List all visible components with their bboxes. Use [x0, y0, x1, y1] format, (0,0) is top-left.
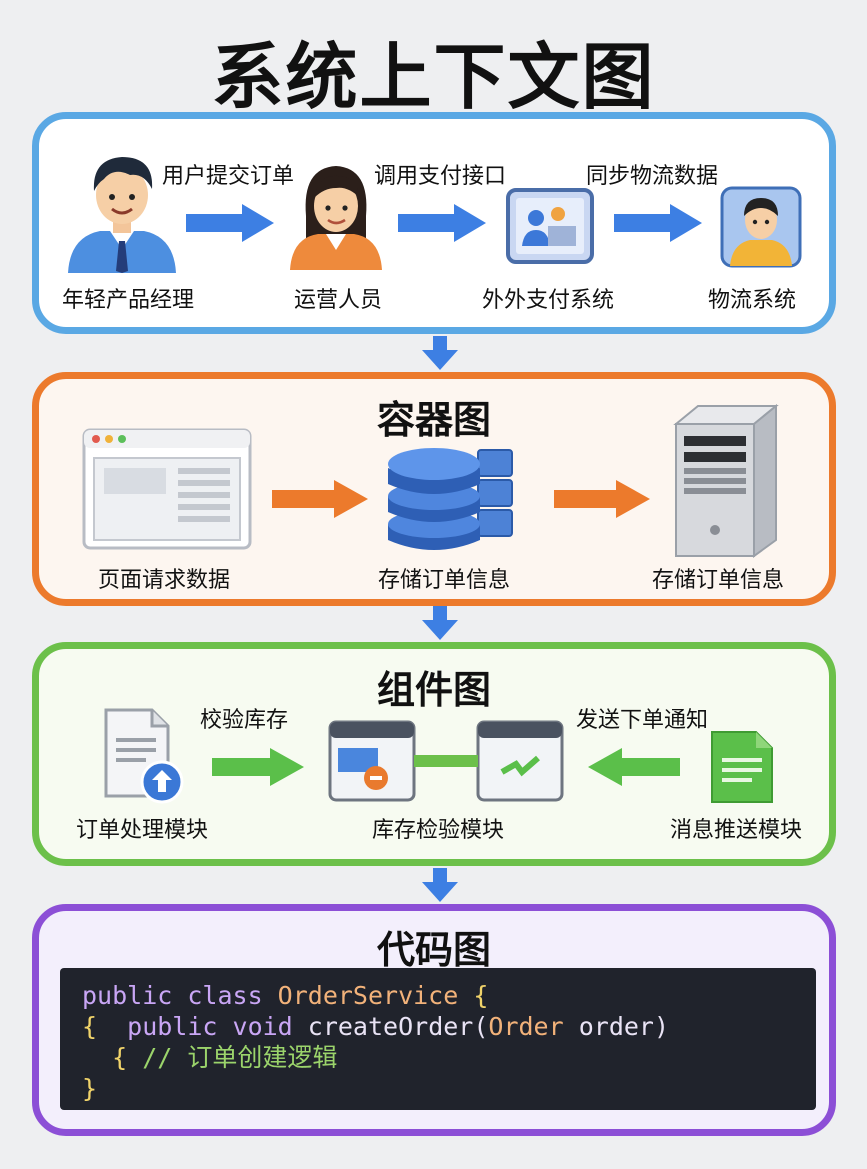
arrow-5-icon: [554, 480, 650, 518]
code-block: public class OrderService { { public voi…: [60, 968, 816, 1110]
actor-label: 年轻产品经理: [62, 288, 195, 313]
code-keyword: public void: [127, 1012, 308, 1041]
message-document-icon: [711, 731, 773, 803]
browser-window-icon: [82, 428, 252, 550]
arrow-3-icon: [614, 204, 702, 242]
arrow-label: 发送下单通知: [576, 708, 709, 733]
code-brace: {: [458, 981, 489, 1010]
actor-label: 运营人员: [294, 288, 383, 313]
order-document-icon: [104, 708, 184, 804]
container-label: 存储订单信息: [378, 568, 511, 593]
database-icon: [388, 448, 513, 550]
arrow-label: 调用支付接口: [374, 164, 507, 189]
arrow-label: 校验库存: [200, 708, 289, 733]
component-label: 消息推送模块: [670, 818, 803, 843]
arrow-label: 用户提交订单: [162, 164, 295, 189]
component-label: 订单处理模块: [76, 818, 209, 843]
down-arrow-icon: [422, 336, 458, 370]
code-line-3: { // 订单创建逻辑: [82, 1042, 794, 1073]
code-type: Order: [488, 1012, 564, 1041]
panel-title: 组件图: [376, 668, 491, 712]
container-label: 存储订单信息: [652, 568, 785, 593]
module-connector: [414, 755, 478, 767]
server-icon: [673, 403, 779, 558]
inventory-module-icon: [328, 720, 416, 802]
code-line-4: }: [82, 1073, 794, 1104]
actor-label: 物流系统: [708, 288, 797, 313]
arrow-1-icon: [186, 204, 274, 242]
down-arrow-icon: [422, 606, 458, 640]
arrow-6-icon: [212, 748, 304, 786]
code-comment: // 订单创建逻辑: [142, 1043, 338, 1072]
check-module-icon: [476, 720, 564, 802]
code-brace: }: [82, 1074, 98, 1103]
operator-icon: [290, 166, 382, 270]
logistics-system-icon: [720, 186, 802, 268]
down-arrow-icon: [422, 868, 458, 902]
code-keyword: public class: [82, 981, 278, 1010]
code-brace: {: [82, 1012, 128, 1041]
page-title: 系统上下文图: [211, 35, 656, 119]
code-line-2: { public void createOrder(Order order): [82, 1011, 794, 1042]
payment-system-icon: [506, 188, 594, 264]
panel-title: 容器图: [376, 398, 491, 442]
product-manager-icon: [68, 157, 176, 273]
actor-label: 外外支付系统: [482, 288, 615, 313]
code-text: order): [563, 1012, 670, 1041]
code-function: createOrder(: [307, 1012, 489, 1041]
panel-title: 代码图: [376, 928, 491, 972]
arrow-7-icon: [588, 748, 680, 786]
code-line-1: public class OrderService {: [82, 980, 794, 1011]
container-label: 页面请求数据: [98, 568, 231, 593]
arrow-label: 同步物流数据: [586, 164, 719, 189]
arrow-2-icon: [398, 204, 486, 242]
component-label: 库存检验模块: [372, 818, 505, 843]
arrow-4-icon: [272, 480, 368, 518]
code-type: OrderService: [277, 981, 459, 1010]
code-brace: {: [82, 1043, 143, 1072]
